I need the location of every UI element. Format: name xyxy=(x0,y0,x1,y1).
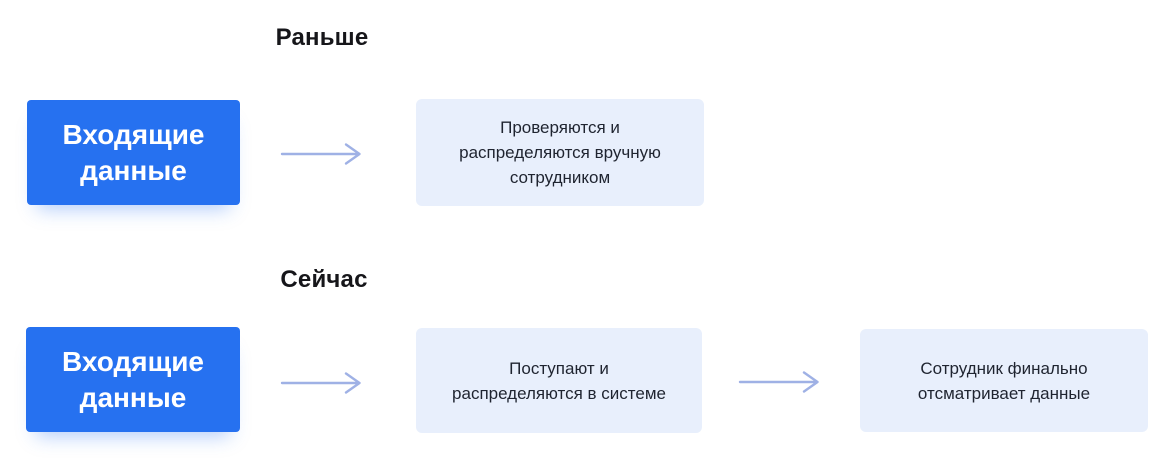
box-text-line: данные xyxy=(79,381,187,413)
box-text-line: Проверяются и xyxy=(500,118,620,137)
right-arrow-icon xyxy=(280,371,362,395)
box-text-line: распределяются в системе xyxy=(452,383,666,403)
box-text-line: Входящие xyxy=(62,345,204,377)
box-text-line: Сотрудник финально xyxy=(920,358,1088,378)
step-box-manual-processing: Проверяются и распределяются вручную сот… xyxy=(416,99,704,206)
box-text-line: Поступают и xyxy=(509,358,609,378)
right-arrow-icon xyxy=(738,370,820,394)
incoming-data-box-now: Входящие данные xyxy=(26,327,240,432)
section-heading-now: Сейчас xyxy=(280,266,368,293)
right-arrow-icon xyxy=(280,142,362,166)
box-text-line: данные xyxy=(80,154,187,186)
box-text-line: сотрудником xyxy=(509,168,611,187)
box-text-line: отсматривает данные xyxy=(917,383,1091,403)
box-text-line: Входящие xyxy=(62,118,205,150)
box-text-line: распределяются вручную xyxy=(459,143,661,162)
step-box-final-review: Сотрудник финально отсматривает данные xyxy=(860,329,1148,432)
section-heading-before: Раньше xyxy=(275,24,369,51)
incoming-data-box-before: Входящие данные xyxy=(27,100,240,205)
step-box-system-processing: Поступают и распределяются в системе xyxy=(416,328,702,433)
